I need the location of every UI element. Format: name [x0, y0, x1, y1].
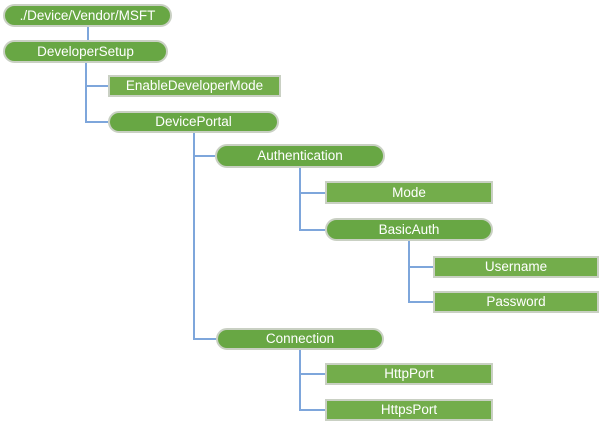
connector-trunk-developer-setup: [84, 63, 87, 123]
connector-stub-http-port: [299, 373, 325, 375]
connector-root: [86, 27, 89, 40]
connector-stub-connection: [192, 338, 216, 340]
tree-node-developer-setup: DeveloperSetup: [3, 40, 168, 63]
tree-node-label: Username: [484, 259, 548, 275]
tree-node-enable-dev-mode: EnableDeveloperMode: [108, 75, 281, 97]
tree-node-https-port: HttpsPort: [325, 399, 493, 421]
tree-node-label: Authentication: [257, 148, 343, 164]
connector-stub-password: [408, 301, 433, 303]
tree-node-http-port: HttpPort: [325, 363, 493, 385]
connector-stub-device-portal: [84, 121, 108, 123]
tree-node-label: ./Device/Vendor/MSFT: [19, 7, 156, 23]
tree-node-label: Password: [486, 294, 546, 310]
tree-node-label: EnableDeveloperMode: [125, 78, 264, 94]
tree-node-mode: Mode: [325, 181, 493, 204]
tree-node-basic-auth: BasicAuth: [325, 218, 493, 241]
tree-node-connection: Connection: [216, 328, 384, 350]
tree-node-label: HttpPort: [384, 366, 434, 382]
tree-node-root: ./Device/Vendor/MSFT: [3, 4, 172, 27]
connector-stub-enable-dev-mode: [84, 85, 108, 87]
connector-stub-basic-auth: [299, 228, 325, 231]
connector-stub-username: [408, 266, 433, 268]
connector-stub-mode: [299, 191, 325, 194]
tree-node-label: HttpsPort: [380, 402, 438, 418]
tree-node-label: DevicePortal: [155, 114, 232, 130]
tree-node-device-portal: DevicePortal: [108, 111, 279, 133]
tree-node-label: Mode: [392, 184, 426, 200]
connector-trunk-device-portal: [192, 133, 195, 340]
tree-node-label: Connection: [265, 331, 335, 347]
tree-node-username: Username: [433, 256, 599, 278]
tree-node-label: BasicAuth: [378, 221, 440, 237]
tree-node-label: DeveloperSetup: [37, 43, 134, 59]
connector-trunk-authentication: [299, 168, 301, 231]
connector-stub-authentication: [192, 155, 215, 157]
tree-node-password: Password: [433, 291, 599, 313]
connector-stub-https-port: [299, 409, 325, 411]
tree-node-authentication: Authentication: [215, 144, 385, 168]
connector-trunk-connection: [299, 350, 301, 411]
connector-trunk-basic-auth: [408, 241, 410, 303]
